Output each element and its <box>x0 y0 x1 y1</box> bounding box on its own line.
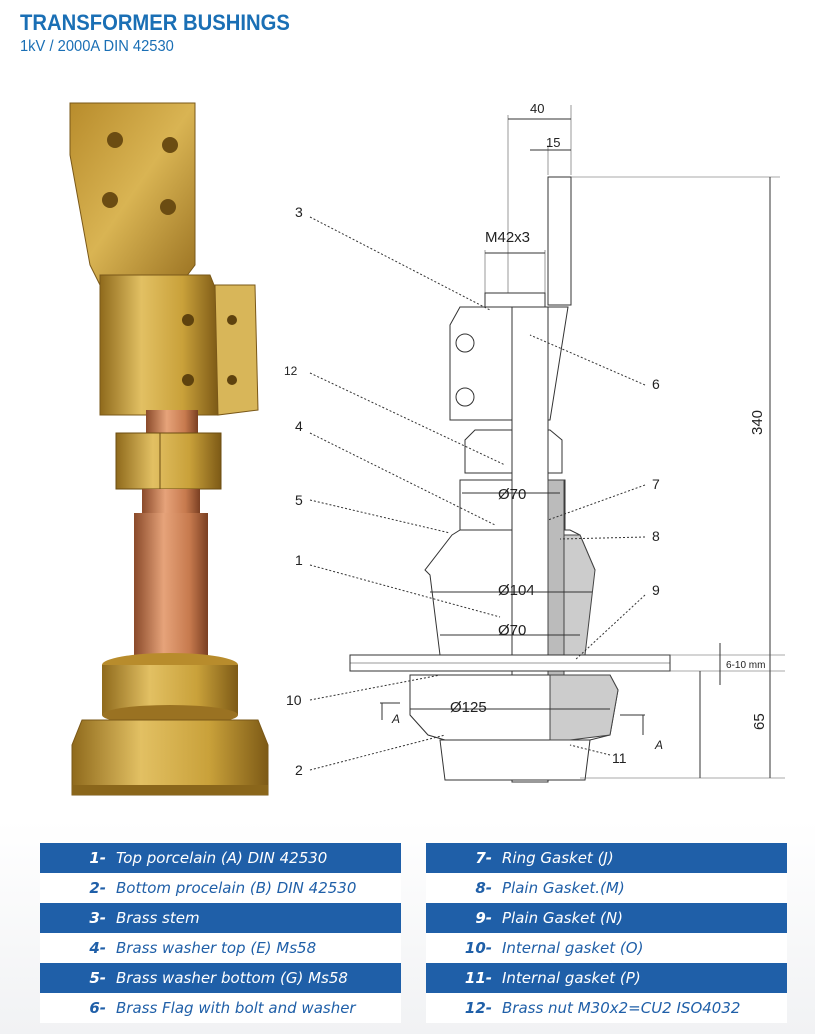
dim-dia70-bottom: Ø70 <box>498 622 526 639</box>
legend-item-1: 1- Top porcelain (A) DIN 42530 <box>40 843 401 873</box>
legend-number: 1- <box>89 849 106 867</box>
legend-column-left: 1- Top porcelain (A) DIN 42530 2- Bottom… <box>40 843 401 1023</box>
legend-number: 2- <box>89 879 106 897</box>
dim-65: 65 <box>751 713 768 730</box>
legend-item-2: 2- Bottom procelain (B) DIN 42530 <box>40 873 401 903</box>
legend-text: Bottom procelain (B) DIN 42530 <box>116 879 357 897</box>
callout-11: 11 <box>612 750 627 766</box>
technical-drawing: 40 15 M42x3 340 6-10 mm 65 Ø70 Ø104 Ø70 … <box>284 101 785 783</box>
legend-item-10: 10- Internal gasket (O) <box>426 933 787 963</box>
page-title: TRANSFORMER BUSHINGS <box>20 10 290 35</box>
callout-10: 10 <box>286 692 302 708</box>
callout-12: 12 <box>284 364 298 378</box>
legend-item-9: 9- Plain Gasket (N) <box>426 903 787 933</box>
legend-number: 7- <box>475 849 492 867</box>
legend-number: 5- <box>89 969 106 987</box>
callout-2: 2 <box>295 762 303 778</box>
page-subtitle: 1kV / 2000A DIN 42530 <box>20 38 174 55</box>
legend-item-7: 7- Ring Gasket (J) <box>426 843 787 873</box>
callout-1: 1 <box>295 552 303 568</box>
callout-4: 4 <box>295 418 303 434</box>
legend-number: 12- <box>464 999 492 1017</box>
dim-dia70-top: Ø70 <box>498 486 526 503</box>
legend-item-3: 3- Brass stem <box>40 903 401 933</box>
legend-number: 6- <box>89 999 106 1017</box>
legend-text: Brass nut M30x2=CU2 ISO4032 <box>502 999 741 1017</box>
legend-text: Top porcelain (A) DIN 42530 <box>116 849 328 867</box>
legend-text: Brass washer bottom (G) Ms58 <box>116 969 348 987</box>
callout-7: 7 <box>652 476 660 492</box>
legend-item-5: 5- Brass washer bottom (G) Ms58 <box>40 963 401 993</box>
legend-text: Plain Gasket (N) <box>502 909 623 927</box>
page-header: TRANSFORMER BUSHINGS 1kV / 2000A DIN 425… <box>20 10 313 56</box>
legend-text: Brass stem <box>116 909 200 927</box>
dim-thread: M42x3 <box>485 229 530 246</box>
legend-number: 8- <box>475 879 492 897</box>
legend-column-right: 7- Ring Gasket (J) 8- Plain Gasket.(M) 9… <box>426 843 787 1023</box>
callout-9: 9 <box>652 582 660 598</box>
legend-text: Brass Flag with bolt and washer <box>116 999 356 1017</box>
dim-gap: 6-10 mm <box>726 660 765 671</box>
legend-text: Brass washer top (E) Ms58 <box>116 939 317 957</box>
dim-40: 40 <box>530 101 544 116</box>
legend-text: Internal gasket (P) <box>502 969 641 987</box>
legend-number: 4- <box>89 939 106 957</box>
legend-item-4: 4- Brass washer top (E) Ms58 <box>40 933 401 963</box>
section-a-left: A <box>391 712 400 726</box>
dim-dia125: Ø125 <box>450 699 487 716</box>
legend-number: 3- <box>89 909 106 927</box>
legend-number: 9- <box>475 909 492 927</box>
legend-text: Ring Gasket (J) <box>502 849 614 867</box>
legend-item-11: 11- Internal gasket (P) <box>426 963 787 993</box>
dim-dia104: Ø104 <box>498 582 535 599</box>
legend-item-8: 8- Plain Gasket.(M) <box>426 873 787 903</box>
legend-item-6: 6- Brass Flag with bolt and washer <box>40 993 401 1023</box>
legend-text: Plain Gasket.(M) <box>502 879 625 897</box>
callout-5: 5 <box>295 492 303 508</box>
callout-6: 6 <box>652 376 660 392</box>
dim-340: 340 <box>749 410 766 435</box>
legend-item-12: 12- Brass nut M30x2=CU2 ISO4032 <box>426 993 787 1023</box>
bushing-photo <box>69 102 269 796</box>
legend-text: Internal gasket (O) <box>502 939 644 957</box>
callout-8: 8 <box>652 528 660 544</box>
section-a-right: A <box>654 738 663 752</box>
legend-number: 11- <box>464 969 492 987</box>
legend-number: 10- <box>464 939 492 957</box>
callout-3: 3 <box>295 204 303 220</box>
dim-15: 15 <box>546 135 560 150</box>
